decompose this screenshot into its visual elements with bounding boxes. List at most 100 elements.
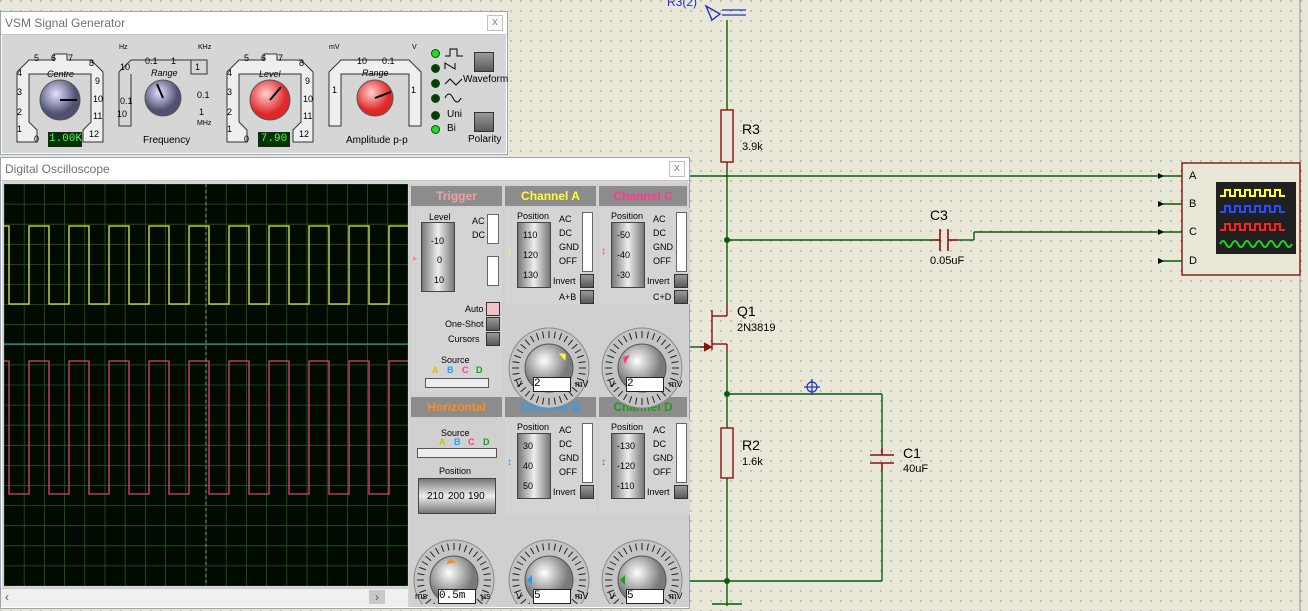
q1-jfet[interactable] (700, 304, 728, 352)
r3-resistor[interactable] (720, 109, 734, 163)
trigger-source-d: D (476, 365, 483, 375)
channel-a-combine-button[interactable] (580, 290, 594, 304)
signal-generator-titlebar[interactable]: VSM Signal Generator x (1, 12, 507, 35)
channel-b-coupling-gnd: GND (559, 453, 579, 463)
channel-c-volts-dial[interactable] (601, 327, 683, 409)
scroll-right-icon[interactable]: › (369, 590, 385, 604)
channel-c-position-label: Position (611, 211, 644, 221)
channel-d-position-tick: -110 (617, 481, 635, 491)
centre-tick-2: 2 (17, 107, 23, 117)
channel-b-coupling-switch[interactable] (582, 423, 593, 483)
trigger-edge-switch[interactable] (487, 256, 499, 286)
scope-instrument-symbol[interactable] (1158, 162, 1301, 276)
close-button[interactable]: x (669, 161, 685, 177)
channel-a-position-tick: 120 (523, 250, 539, 260)
horizontal-scrollbar[interactable]: ‹ › (1, 588, 408, 607)
channel-b-unit-mv: mV (575, 591, 589, 601)
channel-c-combine-button[interactable] (674, 290, 688, 304)
channel-d-position-tick: -120 (617, 461, 636, 471)
cursors-button[interactable] (486, 332, 500, 346)
centre-tick-3: 3 (17, 87, 23, 97)
trigger-level-slider[interactable] (421, 222, 455, 292)
channel-c-invert-button[interactable] (674, 274, 688, 288)
signal-generator-window: VSM Signal Generator x 5 6 7 8 4 9 3 10 … (0, 11, 508, 155)
range-scale-1: 1 (171, 56, 177, 66)
horizontal-position-label: Position (439, 466, 472, 476)
channel-d-coupling-switch[interactable] (676, 423, 687, 483)
auto-button[interactable] (486, 302, 500, 316)
waveform-button[interactable] (474, 52, 494, 72)
channel-b-position-label: Position (517, 422, 550, 432)
level-dial[interactable] (219, 50, 321, 150)
centre-tick-5: 5 (34, 53, 40, 63)
centre-tick-9: 9 (95, 76, 101, 86)
range-scale-0: 0.1 (145, 56, 158, 66)
horizontal-position-slider[interactable] (418, 478, 496, 514)
r3-ref: R3 (742, 121, 760, 137)
scope-screen[interactable] (4, 184, 408, 586)
channel-a-invert-button[interactable] (580, 274, 594, 288)
channel-c-unit-v: V (609, 379, 616, 389)
level-tick-2: 2 (227, 107, 233, 117)
channel-c-coupling-switch[interactable] (676, 212, 687, 272)
amplitude-range-dial[interactable] (323, 50, 427, 136)
bi-led (431, 125, 440, 134)
c1-value: 40uF (903, 463, 929, 475)
crosshair-icon (804, 379, 820, 395)
centre-dial[interactable] (9, 50, 111, 150)
channel-b-invert-button[interactable] (580, 485, 594, 499)
channel-d-position-tick: -130 (617, 441, 636, 451)
frequency-range-dial[interactable] (113, 50, 217, 136)
oscilloscope-titlebar[interactable]: Digital Oscilloscope x (1, 158, 689, 181)
scope-pin-d: D (1189, 255, 1197, 267)
level-tick-11: 11 (303, 111, 313, 121)
trigger-scale-neg10: -10 (431, 236, 445, 246)
sine-wave-led (431, 94, 440, 103)
trigger-header: Trigger (411, 186, 502, 206)
c1-capacitor[interactable] (870, 448, 894, 470)
scroll-left-icon[interactable]: ‹ (5, 590, 9, 604)
trigger-cursors-label: Cursors (448, 334, 480, 344)
r2-resistor[interactable] (720, 427, 734, 479)
channel-b-coupling-dc: DC (559, 439, 572, 449)
trigger-source-slider[interactable] (425, 378, 489, 388)
polarity-button[interactable] (474, 112, 494, 132)
channel-a-invert-label: Invert (553, 276, 576, 286)
one-shot-button[interactable] (486, 317, 500, 331)
channel-c-position-tick: -40 (617, 250, 631, 260)
horizontal-unit-ms: ms (415, 591, 427, 601)
trigger-level-label: Level (429, 212, 451, 222)
scope-dials (413, 327, 683, 604)
channel-a-trace (4, 225, 408, 305)
close-button[interactable]: x (487, 15, 503, 31)
channel-c-position-slider[interactable] (611, 222, 645, 288)
scope-pin-a: A (1189, 170, 1197, 182)
h-source-d: D (483, 437, 490, 447)
trigger-coupling-switch[interactable] (487, 214, 499, 244)
channel-a-position-arrow-icon: ↕ (507, 246, 512, 257)
trigger-source-label: Source (441, 355, 470, 365)
uni-led (431, 111, 440, 120)
channel-c-coupling-dc: DC (653, 228, 666, 238)
bi-label: Bi (447, 123, 456, 134)
trigger-arrow-icon: ▸ (413, 253, 418, 263)
c3-capacitor[interactable] (932, 229, 958, 251)
channel-c-volts-div: 2 (626, 377, 664, 392)
channel-b-position-slider[interactable] (517, 433, 551, 499)
centre-tick-4: 4 (17, 68, 23, 78)
channel-a-position-slider[interactable] (517, 222, 551, 288)
horizontal-source-slider[interactable] (417, 448, 497, 458)
channel-a-position-label: Position (517, 211, 550, 221)
amp-unit-v: V (412, 44, 417, 51)
channel-d-invert-button[interactable] (674, 485, 688, 499)
channel-a-combine-label: A+B (559, 292, 577, 302)
channel-a-volts-dial[interactable] (508, 327, 590, 409)
channel-a-coupling-switch[interactable] (582, 212, 593, 272)
range-unit-hz: Hz (119, 44, 128, 51)
horizontal-header: Horizontal (411, 397, 502, 417)
scope-pin-c: C (1189, 226, 1197, 238)
channel-d-volts-dial[interactable] (601, 539, 683, 604)
range-scale-3: 1 (195, 62, 201, 72)
channel-d-position-slider[interactable] (611, 433, 645, 499)
triangle-wave-led (431, 79, 440, 88)
